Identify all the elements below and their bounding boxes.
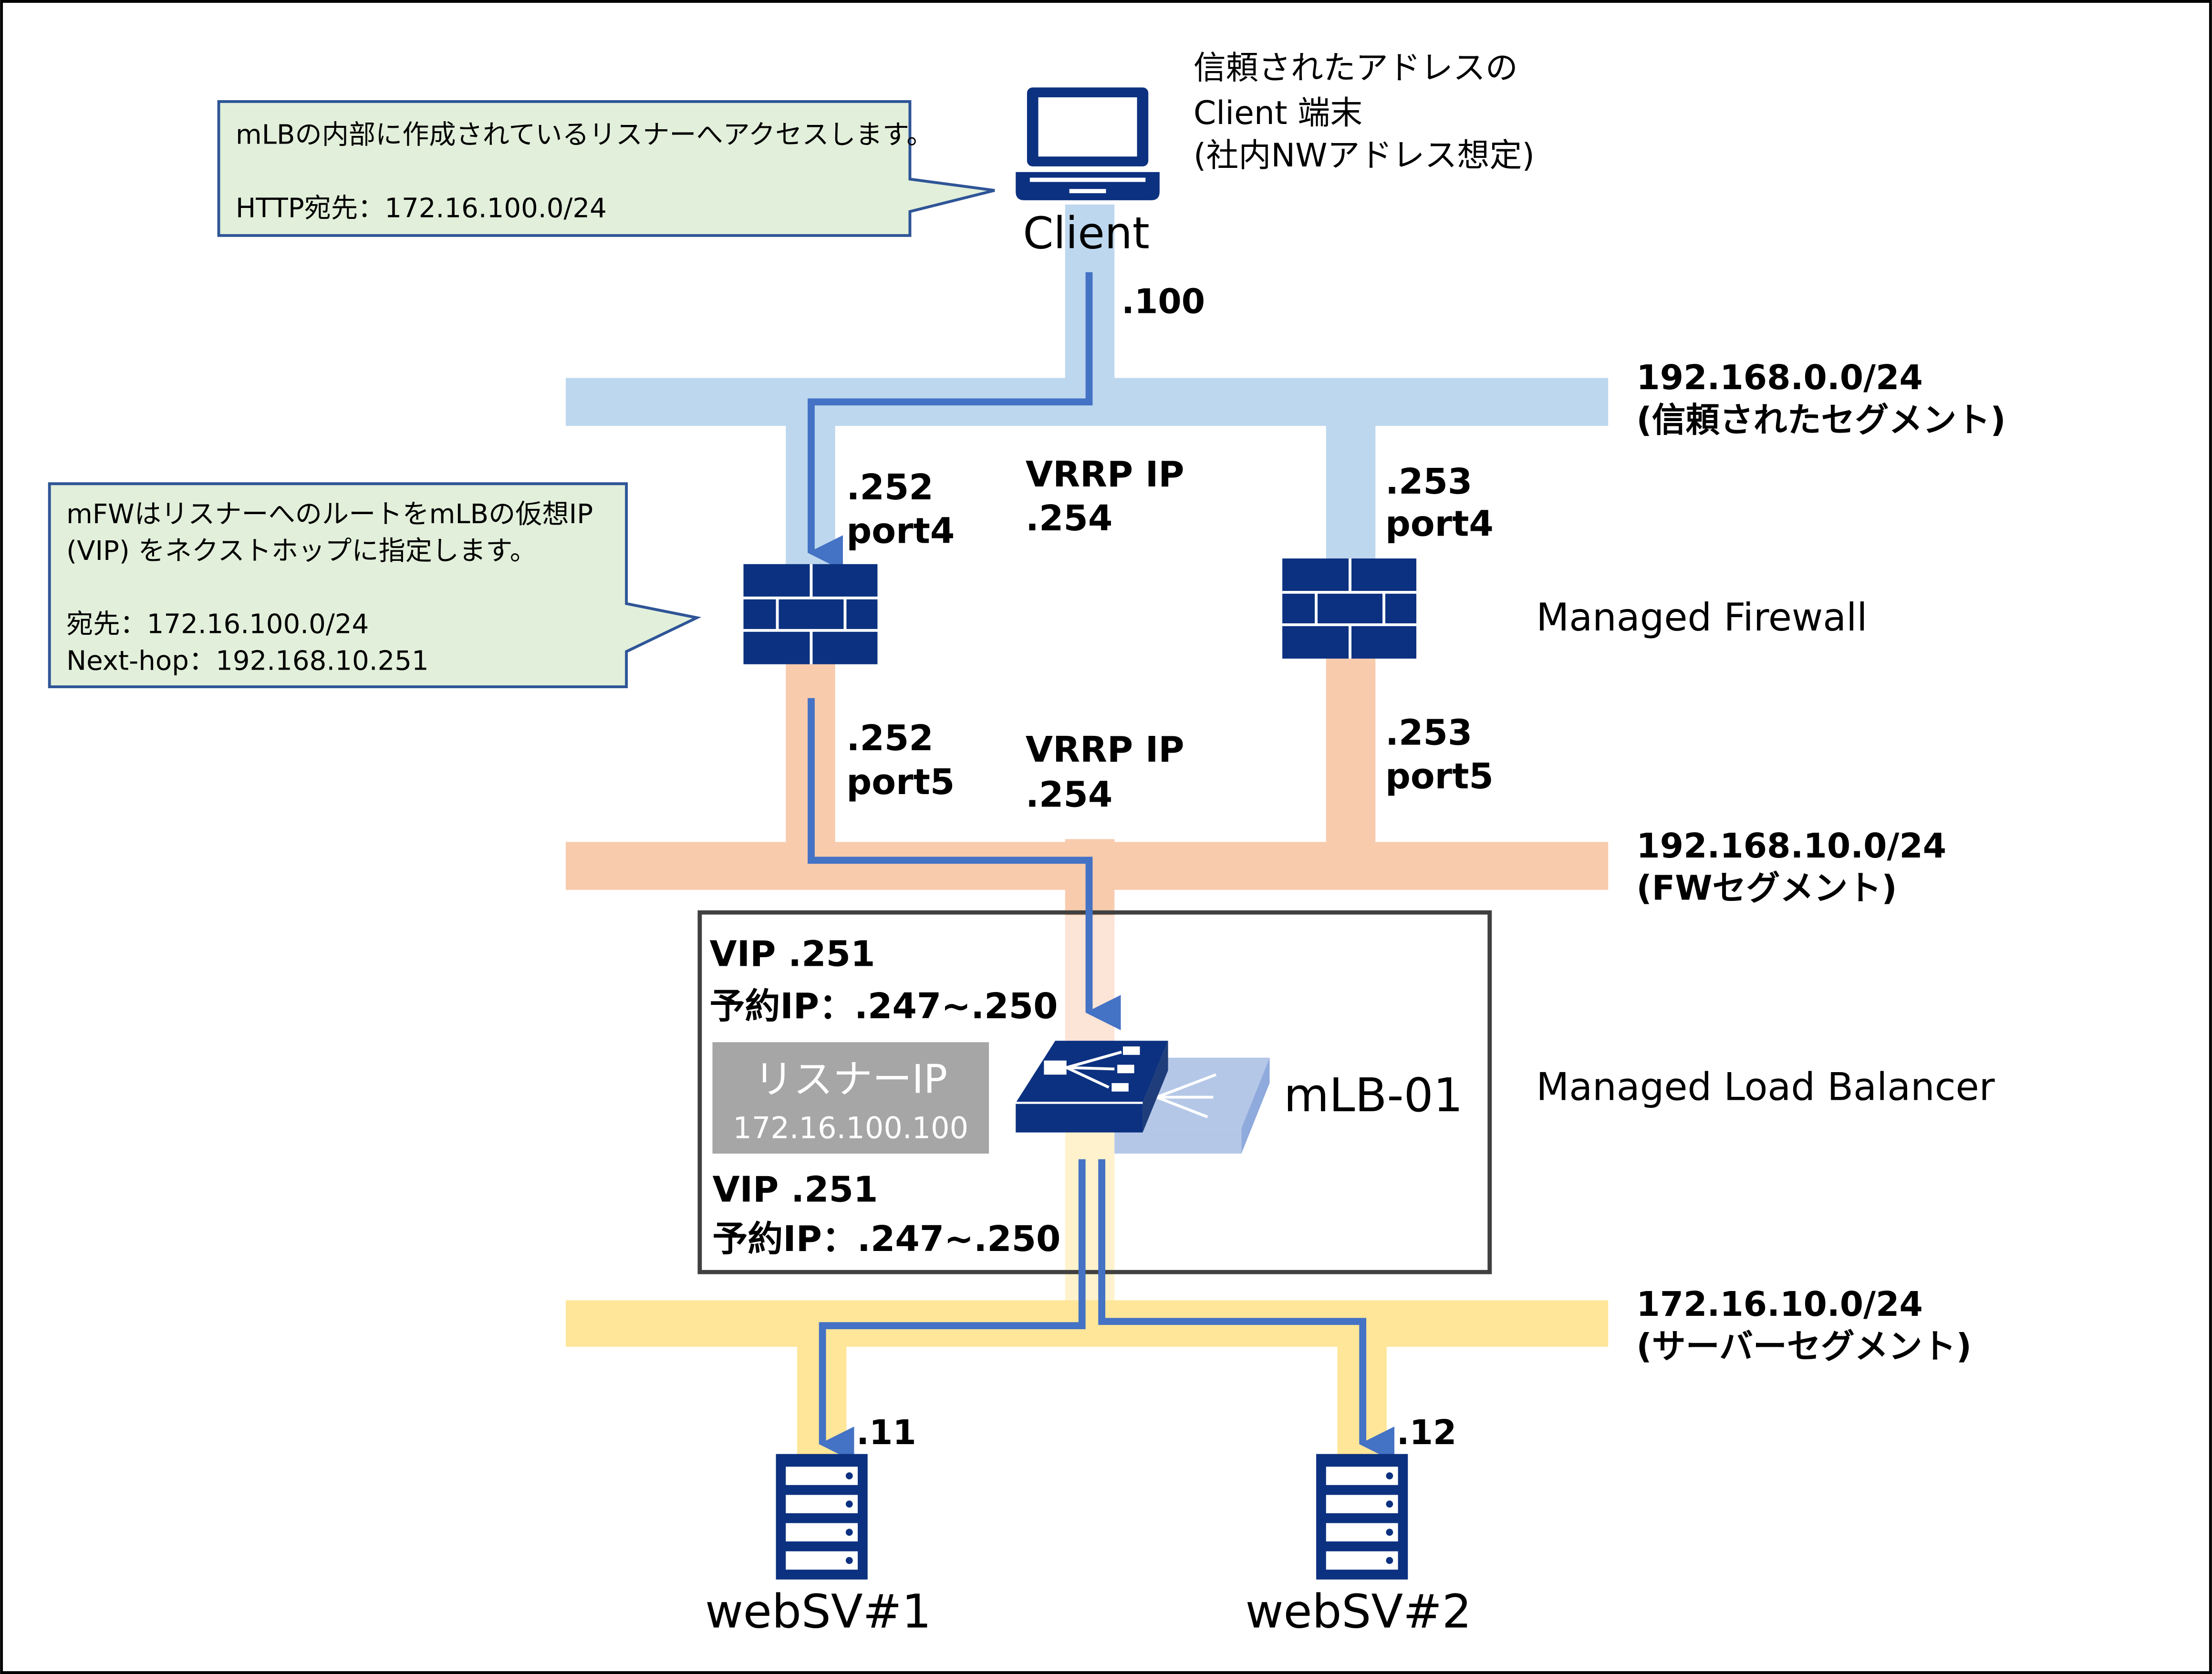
client-description-line: Client 端末 [1194, 94, 1362, 132]
server-ip: .11 [856, 1413, 916, 1452]
listener-ip-box: リスナーIP 172.16.100.100 [712, 1042, 989, 1154]
listener-title: リスナーIP [754, 1056, 947, 1103]
client-description-line: (社内NWアドレス想定) [1194, 137, 1535, 175]
server-ip: .12 [1397, 1413, 1457, 1452]
segment-labels: 192.168.0.0/24 (信頼されたセグメント) 192.168.10.0… [1636, 358, 2005, 1366]
svg-text:VIP .251: VIP .251 [710, 934, 875, 975]
callout-text: mFWはリスナーへのルートをmLBの仮想IP [66, 499, 593, 530]
svg-text:port5: port5 [846, 762, 955, 803]
svg-text:.252: .252 [846, 718, 933, 759]
listener-ip: 172.16.100.100 [733, 1110, 968, 1145]
client-label: Client [1023, 207, 1149, 258]
server-network: 172.16.10.0/24 [1636, 1284, 1922, 1324]
server-label: webSV#2 [1246, 1584, 1472, 1639]
server-icon [1316, 1454, 1408, 1580]
callout-text: HTTP宛先：172.16.100.0/24 [236, 193, 607, 224]
svg-text:予約IP：.247~.250: 予約IP：.247~.250 [712, 1219, 1060, 1260]
svg-text:.254: .254 [1026, 774, 1112, 815]
firewall-ip-labels: .252 port4 VRRP IP .254 .253 port4 .252 … [846, 454, 1493, 815]
trusted-name: (信頼されたセグメント) [1636, 400, 2005, 440]
fw-network: 192.168.10.0/24 [1636, 826, 1946, 866]
svg-text:VRRP IP: VRRP IP [1026, 454, 1184, 495]
client-ip: .100 [1122, 281, 1205, 321]
firewall-icon [743, 564, 878, 664]
load-balancer-icon [1016, 1041, 1168, 1133]
callout-fw: mFWはリスナーへのルートをmLBの仮想IP (VIP) をネクストホップに指定… [48, 482, 702, 689]
server-icon [776, 1454, 868, 1580]
fw-name: (FWセグメント) [1636, 868, 1897, 908]
managed-firewall-label: Managed Firewall [1536, 595, 1867, 640]
laptop-icon [1016, 87, 1160, 200]
svg-text:.254: .254 [1026, 498, 1112, 539]
callout-text: mLBの内部に作成されているリスナーへアクセスします。 [236, 120, 934, 151]
callout-text: (VIP) をネクストホップに指定します。 [66, 536, 537, 567]
mlb-box [697, 910, 1492, 1274]
svg-text:.253: .253 [1385, 461, 1472, 502]
svg-text:.253: .253 [1385, 712, 1472, 753]
managed-load-balancer-label: Managed Load Balancer [1536, 1064, 1994, 1109]
svg-text:VIP .251: VIP .251 [712, 1169, 878, 1210]
traffic-flow [808, 272, 1395, 1462]
server-label: webSV#1 [705, 1584, 931, 1639]
client-description-line: 信頼されたアドレスの [1194, 50, 1518, 87]
svg-text:VRRP IP: VRRP IP [1026, 729, 1184, 770]
callout-client: mLBの内部に作成されているリスナーへアクセスします。 HTTP宛先：172.1… [217, 100, 995, 237]
svg-text:port4: port4 [1385, 504, 1494, 545]
svg-text:port5: port5 [1385, 756, 1494, 797]
trusted-network: 192.168.0.0/24 [1636, 358, 1922, 397]
mlb-name: mLB-01 [1284, 1068, 1463, 1123]
svg-text:port4: port4 [846, 510, 955, 551]
callout-text: 宛先：172.16.100.0/24 [66, 609, 369, 640]
firewall-icon [1282, 558, 1417, 659]
svg-text:.252: .252 [846, 467, 933, 508]
svg-text:予約IP：.247~.250: 予約IP：.247~.250 [710, 986, 1058, 1027]
server-name: (サーバーセグメント) [1636, 1327, 1972, 1366]
callout-text: Next-hop：192.168.10.251 [66, 646, 429, 677]
mlb-ip-labels: VIP .251 予約IP：.247~.250 VIP .251 予約IP：.2… [710, 934, 1061, 1260]
